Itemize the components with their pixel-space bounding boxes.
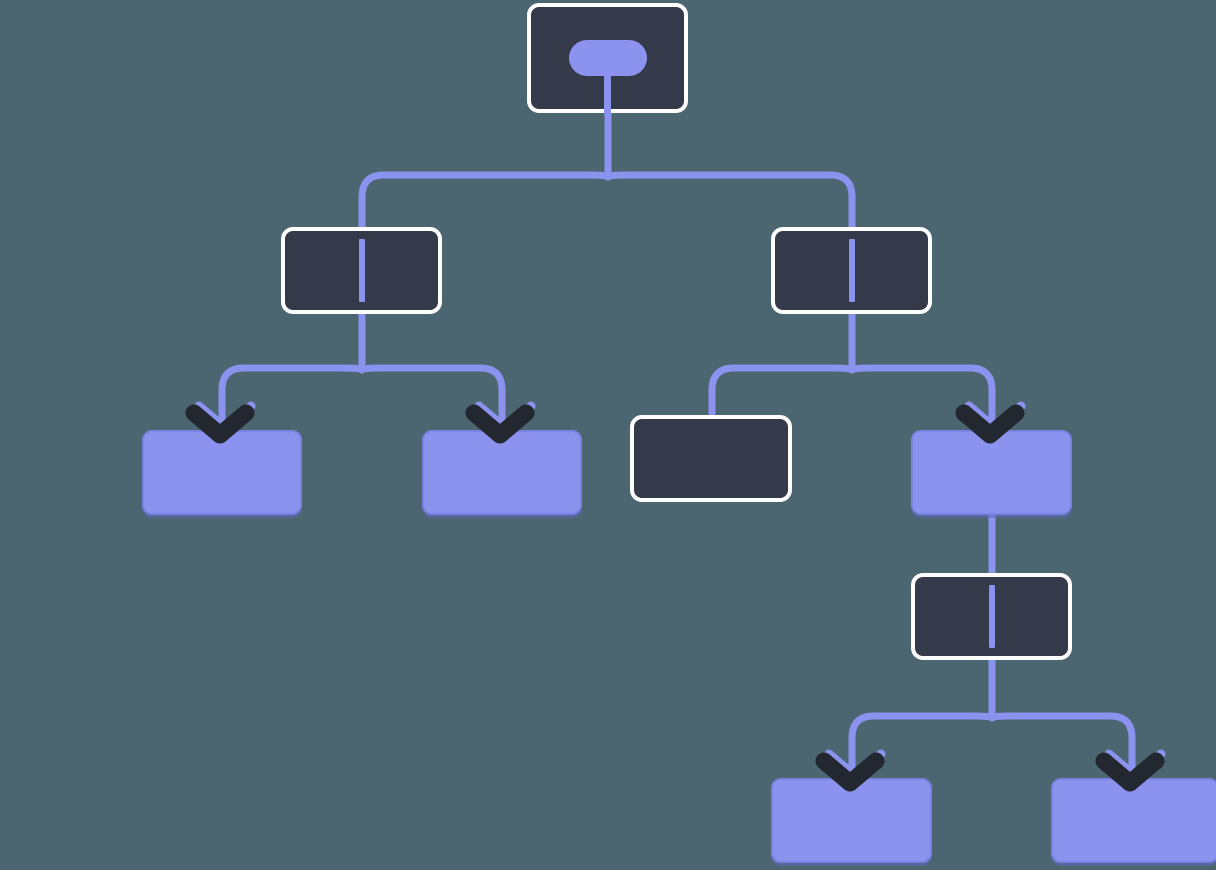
tree-node-n1[interactable]	[281, 227, 442, 314]
tree-node-n0[interactable]	[527, 3, 688, 115]
tree-node-n2[interactable]	[771, 227, 932, 314]
node-connector-bar	[358, 239, 365, 302]
edge-n7-to-n9	[988, 646, 1136, 800]
edge-n2-to-n6	[848, 300, 996, 452]
tree-node-n8[interactable]	[771, 778, 932, 863]
node-connector-bar	[848, 239, 855, 302]
tree-node-n9[interactable]	[1051, 778, 1216, 863]
root-pill-shape	[568, 40, 647, 76]
tree-node-n3[interactable]	[142, 430, 302, 515]
root-stem	[604, 74, 611, 115]
tree-node-n7[interactable]	[911, 573, 1072, 660]
edge-n0-to-n2	[604, 105, 856, 330]
edge-n1-to-n4	[358, 300, 506, 452]
tree-node-n4[interactable]	[422, 430, 582, 515]
tree-node-n5[interactable]	[630, 415, 792, 502]
tree-node-n6[interactable]	[911, 430, 1072, 515]
node-connector-bar	[988, 585, 995, 648]
